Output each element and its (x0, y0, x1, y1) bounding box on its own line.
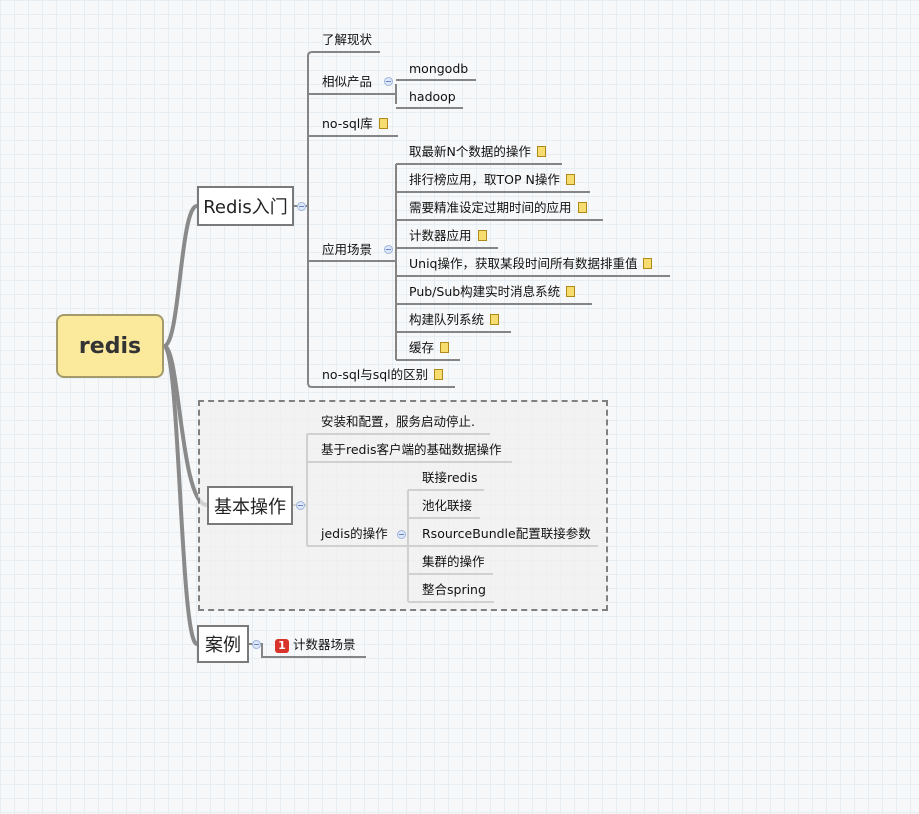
label: no-sql库 (322, 116, 373, 131)
node-similar[interactable]: 相似产品 (322, 74, 373, 89)
note-icon[interactable] (434, 369, 444, 380)
node-basic-ops[interactable]: 基本操作 (207, 486, 293, 525)
label: 计数器应用 (409, 228, 472, 243)
node-scenario[interactable]: Pub/Sub构建实时消息系统 (409, 284, 576, 300)
collapse-icon[interactable] (252, 640, 261, 649)
node-jedis[interactable]: jedis的操作 (321, 526, 388, 541)
label: Uniq操作，获取某段时间所有数据排重值 (409, 256, 638, 271)
note-icon[interactable] (440, 342, 450, 353)
note-icon[interactable] (577, 202, 587, 213)
node-scenario[interactable]: Uniq操作，获取某段时间所有数据排重值 (409, 256, 653, 272)
node-hadoop[interactable]: hadoop (409, 89, 456, 104)
label: Pub/Sub构建实时消息系统 (409, 284, 561, 299)
node-counter-case[interactable]: 1 计数器场景 (275, 637, 356, 653)
node-jedis-item[interactable]: RsourceBundle配置联接参数 (422, 526, 591, 541)
node-scenarios[interactable]: 应用场景 (322, 242, 373, 257)
node-jedis-item[interactable]: 池化联接 (422, 498, 473, 513)
label: 需要精准设定过期时间的应用 (409, 200, 572, 215)
collapse-icon[interactable] (397, 530, 406, 539)
node-scenario[interactable]: 构建队列系统 (409, 312, 500, 328)
label: 构建队列系统 (409, 312, 485, 327)
node-install[interactable]: 安装和配置，服务启动停止. (321, 414, 475, 429)
note-icon[interactable] (490, 314, 500, 325)
node-scenario[interactable]: 缓存 (409, 340, 450, 356)
node-jedis-item[interactable]: 联接redis (422, 470, 478, 485)
node-nosql-vs-sql[interactable]: no-sql与sql的区别 (322, 367, 444, 383)
note-icon[interactable] (378, 118, 388, 129)
priority-1-icon: 1 (275, 639, 289, 653)
note-icon[interactable] (566, 286, 576, 297)
node-status[interactable]: 了解现状 (322, 32, 373, 47)
label: 计数器场景 (293, 637, 356, 652)
note-icon[interactable] (565, 174, 575, 185)
collapse-icon[interactable] (384, 245, 393, 254)
collapse-icon[interactable] (297, 202, 306, 211)
label: 取最新N个数据的操作 (409, 144, 531, 159)
note-icon[interactable] (643, 258, 653, 269)
node-scenario[interactable]: 排行榜应用，取TOP N操作 (409, 172, 575, 188)
collapse-icon[interactable] (296, 501, 305, 510)
node-cases[interactable]: 案例 (197, 625, 249, 663)
note-icon[interactable] (477, 230, 487, 241)
collapse-icon[interactable] (384, 77, 393, 86)
note-icon[interactable] (536, 146, 546, 157)
root-node[interactable]: redis (56, 314, 164, 378)
node-scenario[interactable]: 需要精准设定过期时间的应用 (409, 200, 587, 216)
node-redis-intro[interactable]: Redis入门 (197, 186, 294, 226)
node-mongodb[interactable]: mongodb (409, 61, 469, 76)
label: 排行榜应用，取TOP N操作 (409, 172, 560, 187)
node-jedis-item[interactable]: 集群的操作 (422, 554, 485, 569)
node-scenario[interactable]: 取最新N个数据的操作 (409, 144, 546, 160)
node-scenario[interactable]: 计数器应用 (409, 228, 487, 244)
node-jedis-item[interactable]: 整合spring (422, 582, 486, 597)
node-nosql[interactable]: no-sql库 (322, 116, 388, 132)
label: 缓存 (409, 340, 435, 355)
node-client-ops[interactable]: 基于redis客户端的基础数据操作 (321, 442, 502, 457)
label: no-sql与sql的区别 (322, 367, 429, 382)
